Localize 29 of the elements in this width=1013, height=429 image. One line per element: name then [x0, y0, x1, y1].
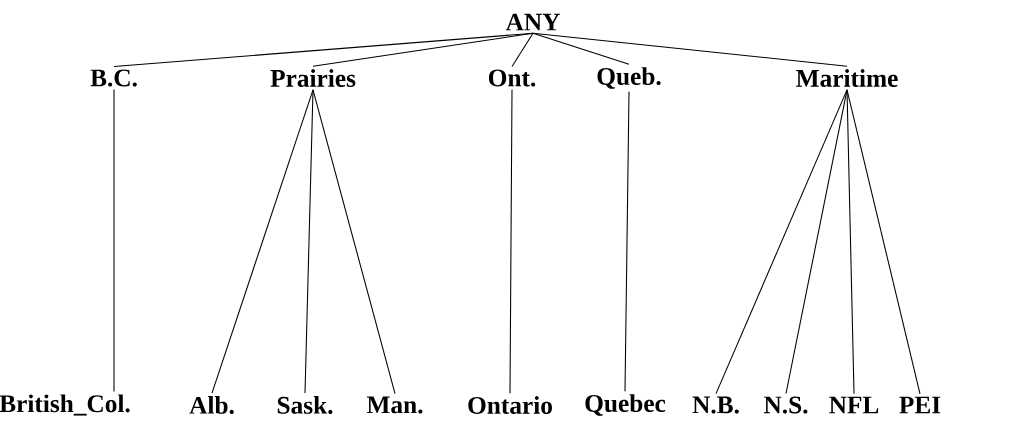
- node-label: B.C.: [90, 69, 137, 87]
- node-label: N.B.: [692, 396, 739, 414]
- tree-line: [846, 89, 921, 395]
- tree-line: [312, 89, 396, 395]
- node-label: Sask.: [277, 396, 333, 414]
- tree-line: [211, 89, 314, 394]
- tree-line: [113, 88, 115, 393]
- tree-line: [624, 91, 630, 392]
- node-label: NFL: [829, 396, 879, 414]
- tree-line: [715, 89, 848, 395]
- tree-line: [509, 88, 513, 394]
- node-label: Quebec: [585, 394, 666, 416]
- tree-line: [532, 32, 630, 65]
- node-label: Ont.: [488, 69, 536, 87]
- tree-line: [511, 32, 534, 68]
- node-label: Queb.: [597, 67, 661, 89]
- tree-line: [532, 32, 848, 67]
- node-label: Man.: [366, 396, 423, 414]
- tree-line: [304, 89, 314, 394]
- tree-line: [846, 89, 855, 395]
- node-label: Ontario: [468, 396, 552, 414]
- node-label: Alb.: [189, 396, 234, 414]
- tree-line: [312, 32, 534, 67]
- node-label: Prairies: [270, 69, 356, 87]
- node-label: British_Col.: [0, 394, 130, 416]
- node-label: ANY: [505, 13, 560, 31]
- node-label: Maritime: [796, 69, 898, 87]
- node-label: N.S.: [763, 396, 808, 414]
- node-label: PEI: [899, 396, 941, 414]
